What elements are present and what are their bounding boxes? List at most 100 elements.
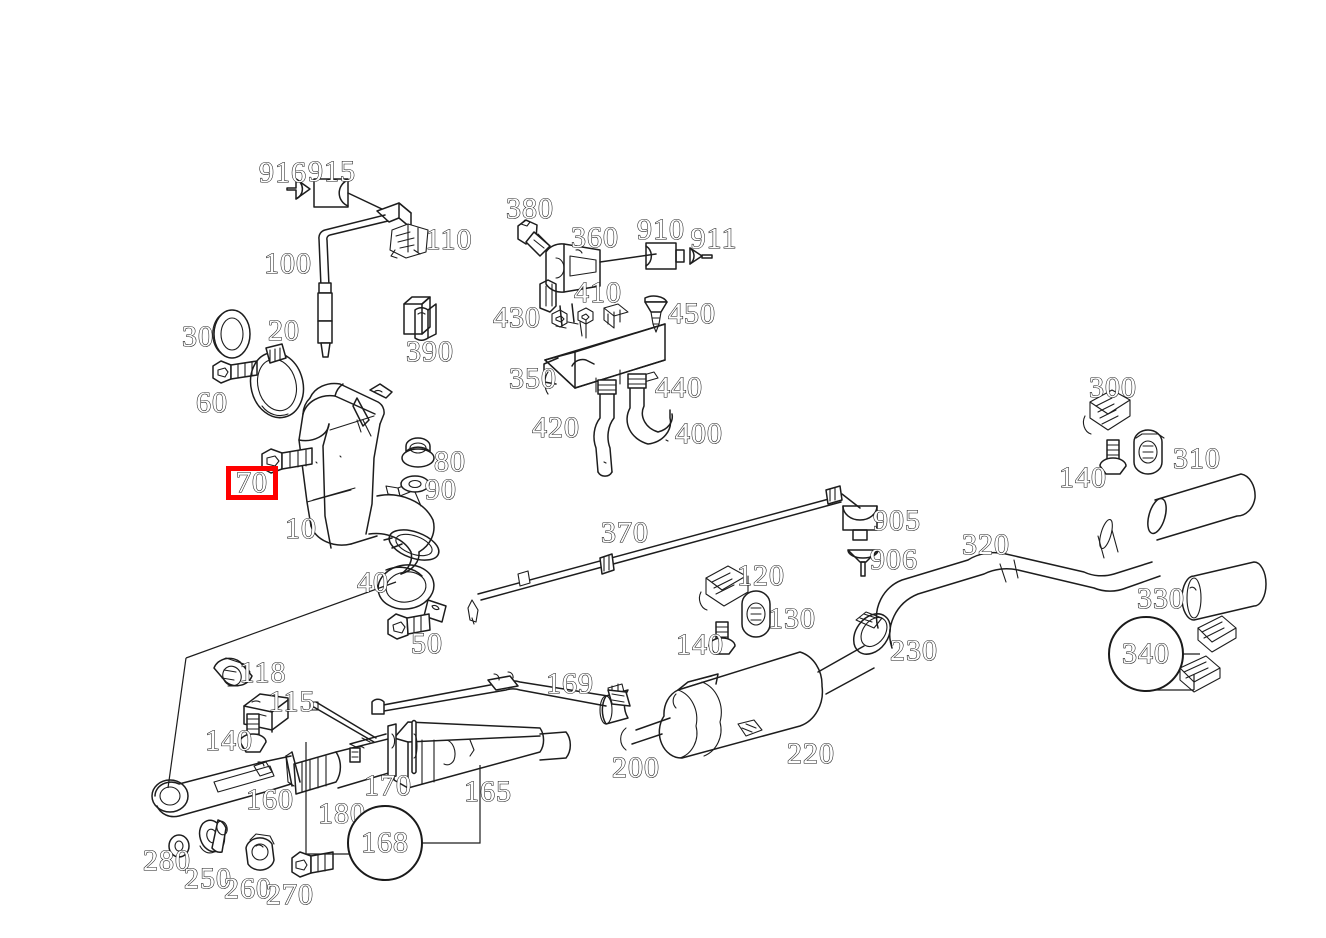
part-916-plug <box>286 178 311 200</box>
part-number-label-905: 905 <box>872 504 921 537</box>
part-number-label-400: 400 <box>674 417 723 450</box>
part-number-label-250: 250 <box>183 862 232 895</box>
part-number-label-90: 90 <box>424 473 457 506</box>
part-380-bolt <box>517 219 551 257</box>
part-number-label-230: 230 <box>889 634 938 667</box>
part-430-nut <box>551 309 568 328</box>
part-230-flange <box>852 611 892 655</box>
part-118-mount <box>213 657 253 687</box>
part-number-label-40: 40 <box>356 566 389 599</box>
part-410-fastener <box>577 303 629 339</box>
highlight-box-part-70[interactable] <box>226 466 278 500</box>
part-40-clamp <box>377 564 447 623</box>
part-160-front-pipe <box>151 701 397 818</box>
part-300-hanger <box>1082 389 1131 435</box>
part-180-clip <box>349 747 361 763</box>
part-number-label-911: 911 <box>690 222 738 255</box>
part-number-label-270: 270 <box>265 878 314 911</box>
part-130-mount <box>741 590 771 638</box>
part-80-nut <box>401 437 435 468</box>
part-number-label-360: 360 <box>570 221 619 254</box>
part-number-label-10: 10 <box>284 512 317 545</box>
part-330-tip <box>1181 561 1267 621</box>
part-50-bolt <box>387 613 431 640</box>
part-number-label-910: 910 <box>636 213 685 246</box>
part-number-label-310: 310 <box>1172 442 1221 475</box>
part-915-connector <box>313 178 387 212</box>
part-number-label-30: 30 <box>181 320 214 353</box>
part-number-label-340: 340 <box>1108 616 1184 692</box>
part-450-screw <box>644 295 668 333</box>
part-number-label-300: 300 <box>1088 371 1137 404</box>
part-165-silencer <box>393 721 572 789</box>
part-number-label-130: 130 <box>767 602 816 635</box>
part-170-gasket <box>411 719 418 775</box>
part-390-clamp <box>403 296 437 341</box>
callout-168-leaders <box>305 742 481 855</box>
part-number-label-200: 200 <box>611 751 660 784</box>
part-140-bolt-left <box>239 713 267 753</box>
part-number-label-140: 140 <box>1058 461 1107 494</box>
part-number-label-420: 420 <box>531 411 580 444</box>
part-number-label-110: 110 <box>425 223 473 256</box>
part-100-oxygen-sensor <box>317 202 412 358</box>
part-number-label-118: 118 <box>239 656 287 689</box>
part-220-muffler <box>620 645 875 759</box>
part-number-label-100: 100 <box>263 247 312 280</box>
part-number-label-140: 140 <box>204 724 253 757</box>
part-number-label-220: 220 <box>786 737 835 770</box>
part-number-label-430: 430 <box>492 301 541 334</box>
part-140-bolt-right <box>1099 439 1127 475</box>
part-number-label-160: 160 <box>245 783 294 816</box>
part-350-heat-shield <box>543 323 666 395</box>
part-number-label-168: 168 <box>347 805 423 881</box>
part-number-label-60: 60 <box>195 386 228 419</box>
part-911-plug <box>689 247 713 265</box>
part-number-label-916: 916 <box>258 156 307 189</box>
part-number-label-50: 50 <box>410 627 443 660</box>
part-number-label-915: 915 <box>307 155 356 188</box>
part-number-label-70: 70 <box>235 466 268 499</box>
part-30-gasket <box>212 309 251 359</box>
part-number-label-450: 450 <box>667 297 716 330</box>
part-169-pipe <box>371 671 631 715</box>
part-number-label-140: 140 <box>675 628 724 661</box>
part-20-v-clamp <box>249 343 305 419</box>
part-120-spring <box>698 565 749 611</box>
part-280-washer <box>168 834 190 858</box>
part-906-plug <box>847 549 879 577</box>
part-310-mount <box>1133 429 1165 475</box>
part-number-label-115: 115 <box>268 685 316 718</box>
part-number-label-330: 330 <box>1136 582 1185 615</box>
part-90-washer <box>400 475 430 507</box>
part-number-label-80: 80 <box>433 445 466 478</box>
part-number-label-440: 440 <box>654 371 703 404</box>
part-115-bracket <box>243 693 289 733</box>
part-420-hose <box>593 379 617 477</box>
part-910-connector <box>645 242 685 270</box>
part-400-hose <box>626 373 674 445</box>
part-number-label-165: 165 <box>463 775 512 808</box>
part-number-label-410: 410 <box>573 276 622 309</box>
part-number-label-390: 390 <box>405 335 454 368</box>
part-number-label-20: 20 <box>267 314 300 347</box>
part-140-bolt-center <box>708 621 736 655</box>
part-number-label-120: 120 <box>736 559 785 592</box>
part-number-label-320: 320 <box>961 528 1010 561</box>
part-250-bushing <box>198 819 228 854</box>
part-number-label-906: 906 <box>869 543 918 576</box>
part-number-label-370: 370 <box>600 516 649 549</box>
part-320-pipe <box>875 473 1256 649</box>
reference-leader-lines <box>167 581 397 789</box>
part-905-connector <box>842 505 878 541</box>
part-number-label-380: 380 <box>505 192 554 225</box>
part-370-linkage <box>467 485 861 625</box>
part-10-catalytic-converter <box>298 382 440 575</box>
part-270-bolt <box>291 851 334 878</box>
part-number-label-280: 280 <box>142 844 191 877</box>
part-260-nut <box>245 833 275 871</box>
part-number-label-350: 350 <box>508 362 557 395</box>
